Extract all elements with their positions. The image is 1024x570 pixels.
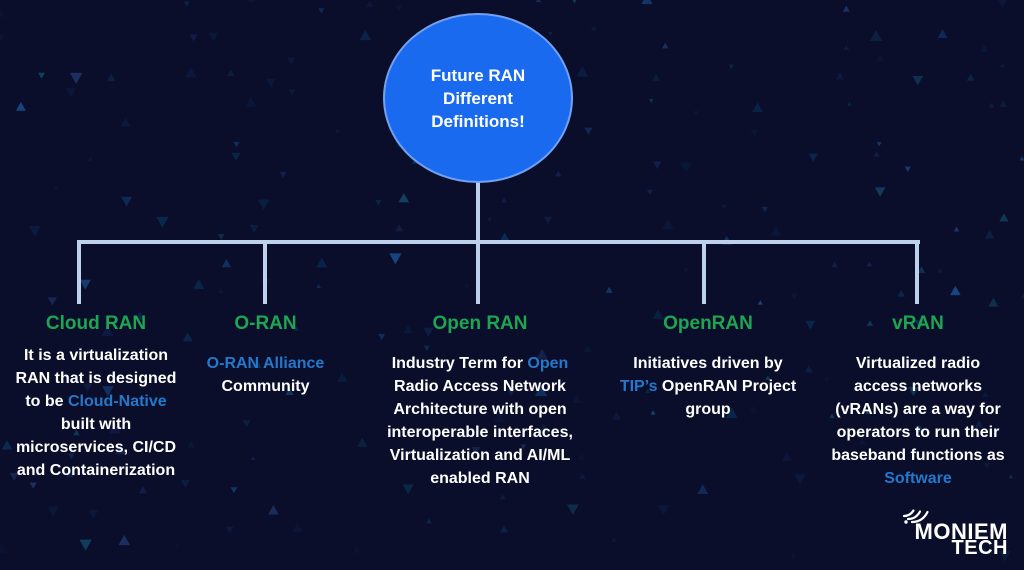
logo-text-moniem: MONIEM (914, 519, 1008, 544)
branch-title-cloud-ran: Cloud RAN (45, 313, 147, 334)
connector-stub-o-ran (263, 240, 267, 304)
root-node-line: Different (443, 88, 513, 108)
connector-stub-openran (702, 240, 706, 304)
root-node: Future RAN Different Definitions! (383, 13, 573, 183)
moniem-tech-logo: MONIEM TECH (888, 509, 1008, 559)
logo-text-tech: TECH (951, 537, 1008, 559)
connector-stub-cloud-ran (77, 240, 81, 304)
branch-title-open-ran: Open RAN (432, 313, 528, 334)
signal-waves-icon (902, 509, 929, 524)
connector-stub-vran (915, 240, 919, 304)
branch-title-vran: vRAN (892, 313, 944, 334)
branch-title-openran: OpenRAN (663, 313, 753, 334)
logo-wordmark: MONIEM (888, 509, 1008, 544)
root-node-line: Future RAN (430, 65, 526, 85)
branch-title-o-ran: O-RAN (234, 313, 297, 334)
connector-horizontal (77, 240, 920, 244)
root-node-line: Definitions! (431, 111, 525, 131)
